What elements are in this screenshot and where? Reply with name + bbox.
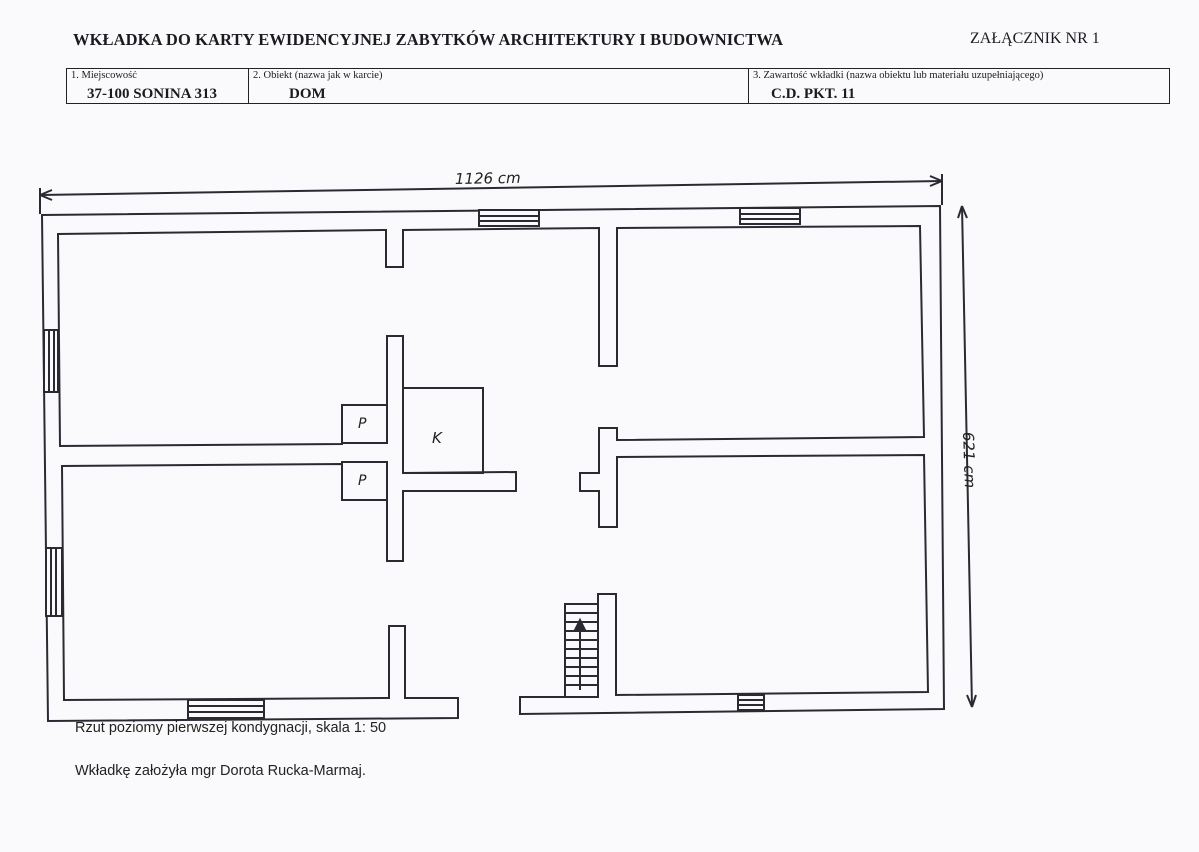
window-bottom-left [187, 699, 265, 719]
locality-value: 37-100 SONINA 313 [87, 86, 218, 102]
window-top-right [739, 207, 801, 225]
object-value: DOM [289, 86, 326, 102]
contents-cell: 3. Zawartość wkładki (nazwa obiektu lub … [749, 69, 1169, 103]
window-bottom-right [737, 694, 765, 711]
outer-wall-outline [40, 204, 946, 723]
locality-cell: 1. Miejscowość 37-100 SONINA 313 [67, 69, 249, 103]
object-cell: 2. Obiekt (nazwa jak w karcie) DOM [249, 69, 749, 103]
annex-label: ZAŁĄCZNIK NR 1 [970, 30, 1100, 47]
contents-label: 3. Zawartość wkładki (nazwa obiektu lub … [753, 70, 1044, 81]
window-left-upper [43, 329, 59, 393]
author-note: Wkładkę założyła mgr Dorota Rucka-Marmaj… [75, 763, 366, 779]
locality-label: 1. Miejscowość [71, 70, 137, 81]
height-dimension-line [957, 205, 977, 708]
contents-value: C.D. PKT. 11 [771, 86, 856, 102]
pantry-bottom-outline [341, 461, 388, 501]
window-left-lower [45, 547, 63, 617]
pantry-top-label: P [358, 416, 367, 432]
info-table: 1. Miejscowość 37-100 SONINA 313 2. Obie… [66, 68, 1170, 104]
width-dimension-line [39, 174, 943, 214]
window-top-left [478, 209, 540, 227]
chimney-k-label: K [432, 429, 443, 447]
plan-caption: Rzut poziomy pierwszej kondygnacji, skal… [75, 720, 387, 736]
height-dimension-label: 621 cm [959, 432, 979, 489]
width-dimension-label: 1126 cm [455, 169, 521, 188]
object-label: 2. Obiekt (nazwa jak w karcie) [253, 70, 383, 81]
stairs [564, 603, 599, 698]
document-title: WKŁADKA DO KARTY EWIDENCYJNEJ ZABYTKÓW A… [73, 30, 784, 49]
pantry-top-outline [341, 404, 388, 444]
pantry-bottom-label: P [358, 473, 367, 489]
chimney-k-outline [402, 387, 484, 474]
